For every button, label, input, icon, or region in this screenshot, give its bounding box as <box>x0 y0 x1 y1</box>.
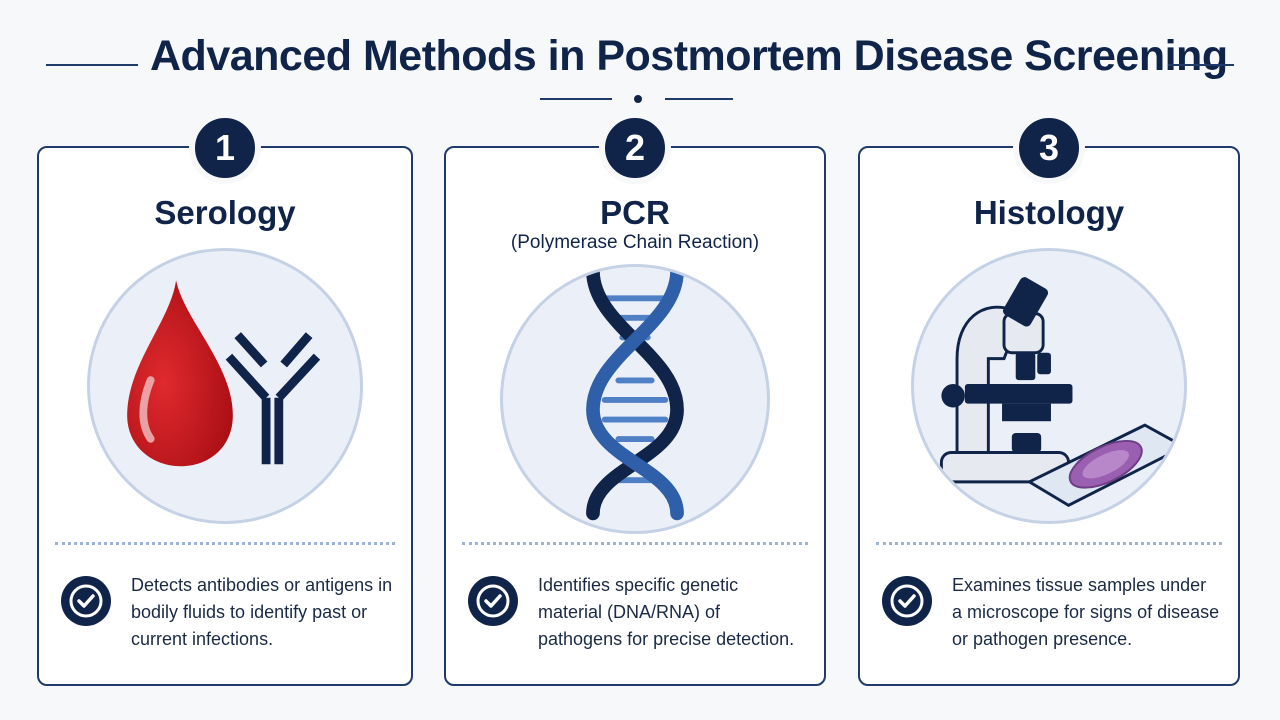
page-title: Advanced Methods in Postmortem Disease S… <box>150 32 1228 80</box>
check-circle-icon <box>468 576 518 626</box>
step-number-badge: 2 <box>599 112 671 184</box>
method-card-histology: 3 Histology <box>858 112 1240 686</box>
check-circle-icon <box>61 576 111 626</box>
card-title: PCR <box>600 194 670 231</box>
card-description: Detects antibodies or antigens in bodily… <box>131 575 393 649</box>
title-ornament <box>540 95 740 103</box>
microscope-icon <box>939 277 1073 484</box>
tissue-slide-icon <box>1026 423 1184 508</box>
divider <box>55 542 395 545</box>
antibody-icon <box>225 332 321 465</box>
card-description: Examines tissue samples under a microsco… <box>952 575 1220 649</box>
check-circle-icon <box>882 576 932 626</box>
microscope-slide-icon <box>911 248 1187 524</box>
card-title: Histology <box>973 194 1125 231</box>
blood-drop-antibody-icon <box>87 248 363 524</box>
card-description: Identifies specific genetic material (DN… <box>538 575 795 649</box>
card-subtitle: (Polymerase Chain Reaction) <box>510 232 760 253</box>
method-card-pcr: 2 PCR (Polymerase Chain Reaction) Identi… <box>444 112 826 686</box>
divider <box>876 542 1222 545</box>
method-card-serology: 1 Serology Detects antibodies <box>37 112 413 686</box>
title-rule-right <box>1168 64 1234 66</box>
title-row: Advanced Methods in Postmortem Disease S… <box>0 28 1280 88</box>
divider <box>462 542 808 545</box>
step-number-badge: 3 <box>1013 112 1085 184</box>
dna-helix-icon <box>500 264 770 534</box>
title-rule-left <box>46 64 138 66</box>
card-title: Serology <box>154 194 296 231</box>
step-number-badge: 1 <box>189 112 261 184</box>
blood-drop-icon <box>127 280 233 467</box>
